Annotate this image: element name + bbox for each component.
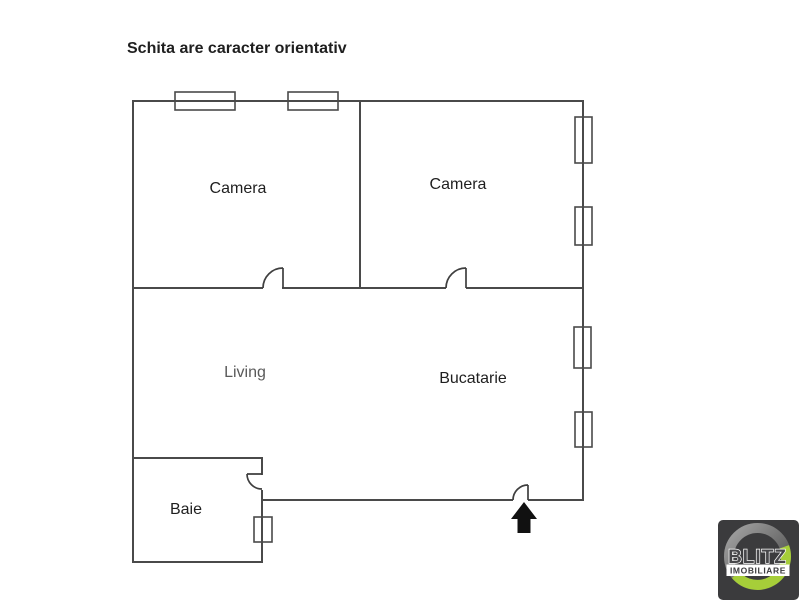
room-label-bathroom: Baie <box>170 501 202 518</box>
window-icon-top-2 <box>287 91 339 111</box>
logo-subtitle-text: IMOBILIARE <box>730 566 786 576</box>
room-label-living: Living <box>224 364 266 381</box>
windows-group <box>174 91 593 543</box>
room-labels-group: Camera Camera Living Bucatarie Baie <box>170 176 507 518</box>
walls-group <box>132 100 584 563</box>
room-label-kitchen: Bucatarie <box>439 370 507 387</box>
window-icon-top-1 <box>174 91 236 111</box>
agency-logo: BLITZ IMOBILIARE <box>718 520 799 600</box>
logo-brand-text: BLITZ <box>728 547 787 568</box>
door-arc-bedroom-left <box>262 267 284 289</box>
doors-group <box>246 267 529 501</box>
room-label-camera-left: Camera <box>210 180 267 197</box>
room-label-camera-right: Camera <box>430 176 487 193</box>
window-icon-right-2 <box>574 206 593 246</box>
entrance-arrow-icon <box>511 502 537 533</box>
window-icon-right-4 <box>574 411 593 448</box>
logo-ring-green-arc <box>731 545 791 590</box>
window-icon-right-3 <box>573 326 592 369</box>
window-icon-bathroom <box>253 516 273 543</box>
door-arc-bathroom <box>246 473 263 490</box>
window-icon-right-1 <box>574 116 593 164</box>
door-arc-entrance <box>512 484 529 501</box>
disclaimer-title: Schita are caracter orientativ <box>127 40 347 57</box>
door-arc-bedroom-right <box>445 267 467 289</box>
logo-subtitle-banner <box>726 564 790 576</box>
